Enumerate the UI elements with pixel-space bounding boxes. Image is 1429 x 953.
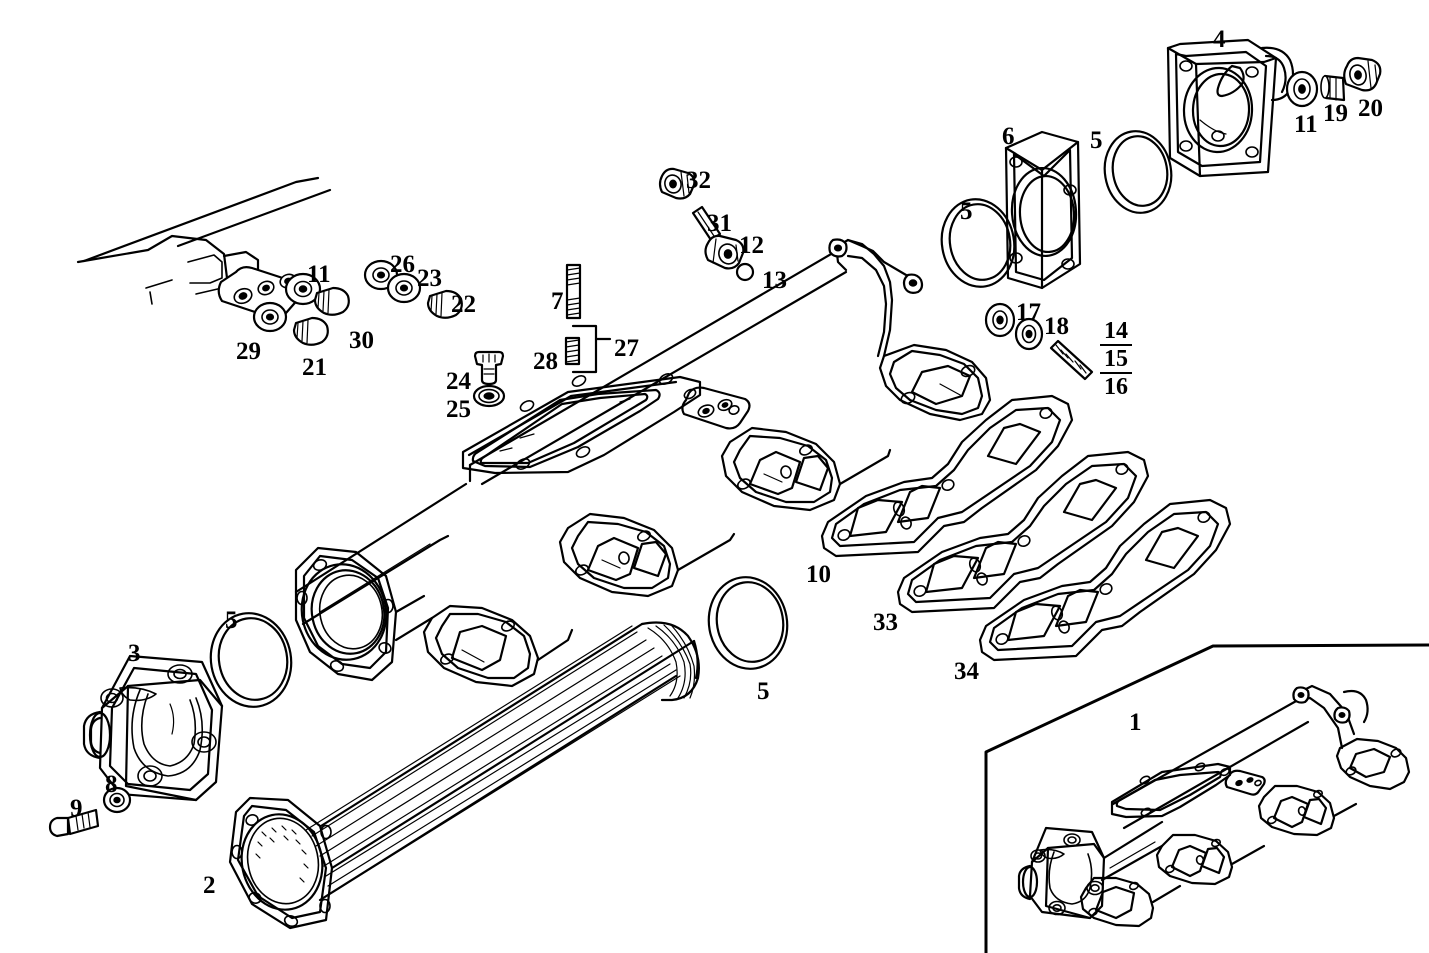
part-11-washer-left	[284, 272, 322, 306]
callout-4: 4	[1213, 26, 1226, 53]
callout-12: 12	[739, 232, 764, 259]
callout-18: 18	[1044, 313, 1069, 340]
callout-17: 17	[1016, 299, 1041, 326]
part-3-end-cover-housing	[82, 654, 224, 802]
callout-11-a: 11	[307, 261, 331, 288]
engine-block-edge	[76, 176, 332, 305]
callout-31: 31	[707, 210, 732, 237]
callout-7: 7	[551, 288, 564, 315]
callout-8: 8	[105, 771, 118, 798]
callout-3: 3	[128, 640, 141, 667]
callout-10: 10	[806, 561, 831, 588]
part-7-stud	[565, 263, 582, 320]
part-30-screw-plug	[313, 286, 350, 316]
part-5-o-ring-lower-left	[209, 612, 293, 708]
part-28-short-stud	[564, 336, 581, 366]
callout-1: 1	[1129, 709, 1142, 736]
callout-20: 20	[1358, 95, 1383, 122]
part-21-screw-plug	[292, 316, 329, 346]
part-27-bracket-line	[571, 324, 612, 374]
part-33-gasket	[896, 450, 1150, 614]
callout-5-d: 5	[225, 607, 238, 634]
part-1-assembled-manifold	[1017, 684, 1411, 928]
callout-22: 22	[451, 291, 476, 318]
part-23-washer	[386, 272, 422, 304]
callout-14: 14	[1100, 318, 1132, 346]
callout-23: 23	[417, 265, 442, 292]
part-2-heat-exchanger-core	[228, 621, 700, 930]
part-4-flange-cover	[1166, 38, 1295, 178]
part-11-washer-right	[1285, 70, 1319, 108]
part-18-washer	[1014, 317, 1044, 351]
part-5-o-ring-center	[707, 576, 789, 670]
part-20-connector-fitting	[1343, 56, 1382, 92]
callout-34: 34	[954, 658, 979, 685]
callout-32: 32	[686, 167, 711, 194]
part-5-o-ring-upper-right	[1103, 130, 1173, 214]
part-9-bolt	[48, 808, 100, 838]
callout-27: 27	[614, 335, 639, 362]
callout-11-b: 11	[1294, 111, 1318, 138]
part-25-seal-washer	[472, 384, 506, 408]
inset-frame	[984, 643, 1429, 953]
callout-29: 29	[236, 338, 261, 365]
part-31-pin	[691, 205, 722, 242]
part-32-fitting	[658, 167, 696, 200]
callout-16: 16	[1104, 374, 1128, 400]
callout-33: 33	[873, 609, 898, 636]
callout-24: 24	[446, 368, 471, 395]
part-22-screw-plug	[426, 289, 463, 319]
callout-21: 21	[302, 354, 327, 381]
callout-19: 19	[1323, 100, 1348, 127]
part-10-gasket	[820, 394, 1074, 558]
callout-9: 9	[70, 795, 83, 822]
callout-2: 2	[203, 872, 216, 899]
callout-25: 25	[446, 396, 471, 423]
part-34-gasket	[978, 498, 1232, 662]
part-6-spacer-flange-plate	[1004, 130, 1082, 290]
callout-5-c: 5	[757, 678, 770, 705]
part-24-plug	[473, 350, 505, 386]
callout-5-b: 5	[960, 198, 973, 225]
callout-5-a: 5	[1090, 127, 1103, 154]
callout-6: 6	[1002, 123, 1015, 150]
callout-30: 30	[349, 327, 374, 354]
callout-15: 15	[1100, 346, 1132, 374]
part-5-o-ring-upper-left	[940, 198, 1016, 288]
part-17-washer	[984, 302, 1016, 338]
callout-28: 28	[533, 348, 558, 375]
callout-13: 13	[762, 267, 787, 294]
part-14-15-16-stud	[1049, 339, 1094, 381]
part-12-fitting	[704, 234, 745, 270]
part-29-washer	[252, 301, 288, 333]
part-8-washer	[102, 786, 132, 814]
part-13-sealing-ring	[735, 262, 755, 282]
callout-26: 26	[390, 251, 415, 278]
callout-14-15-16-stack: 14 15 16	[1100, 318, 1132, 400]
part-19-bushing	[1320, 74, 1346, 102]
main-manifold-body	[294, 238, 992, 688]
